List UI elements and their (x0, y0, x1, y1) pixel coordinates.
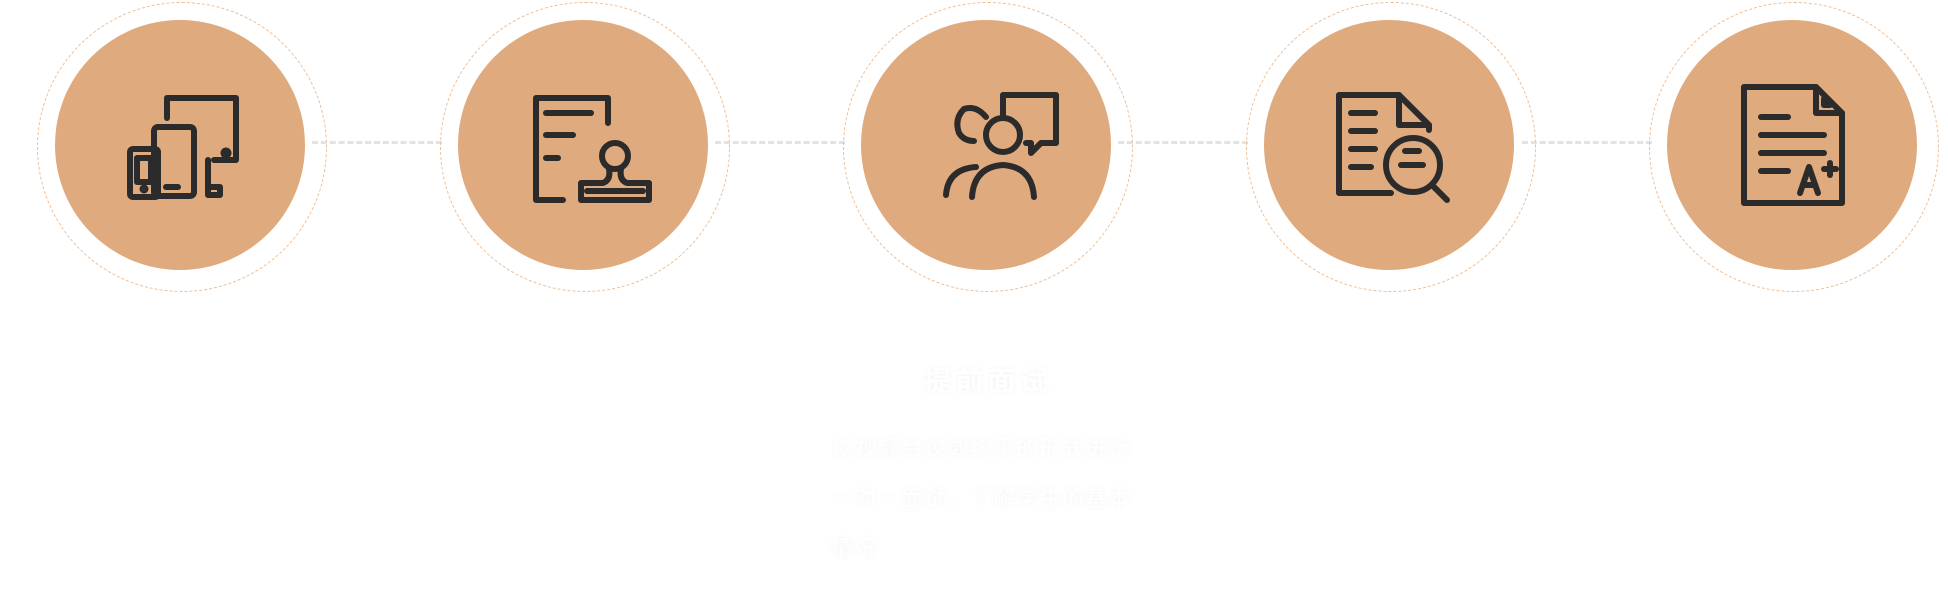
step-disc (55, 20, 305, 270)
step-ring (1246, 2, 1536, 292)
connector-line-2 (715, 141, 845, 144)
step-3[interactable] (841, 0, 1139, 298)
consultation-chat-icon (906, 65, 1066, 225)
certificate-stamp-icon (503, 65, 663, 225)
step-1[interactable] (35, 0, 333, 298)
connector-line-3 (1118, 141, 1248, 144)
step-description: 以视频会议或约见的形式进行一对一面试，了解学生的基本情况 (832, 437, 1132, 562)
graded-document-icon (1712, 65, 1872, 225)
step-disc (1667, 20, 1917, 270)
document-search-icon (1309, 65, 1469, 225)
step-ring (37, 2, 327, 292)
step-4[interactable] (1244, 0, 1542, 298)
step-ring (843, 2, 1133, 292)
step-disc (1264, 20, 1514, 270)
step-2[interactable] (438, 0, 736, 298)
step-disc (458, 20, 708, 270)
step-title: 提前面试 (923, 365, 1052, 398)
devices-icon (100, 65, 260, 225)
step-5[interactable] (1647, 0, 1945, 298)
connector-line-4 (1522, 141, 1652, 144)
step-ring (1649, 2, 1939, 292)
step-ring (440, 2, 730, 292)
connector-line-1 (312, 141, 442, 144)
